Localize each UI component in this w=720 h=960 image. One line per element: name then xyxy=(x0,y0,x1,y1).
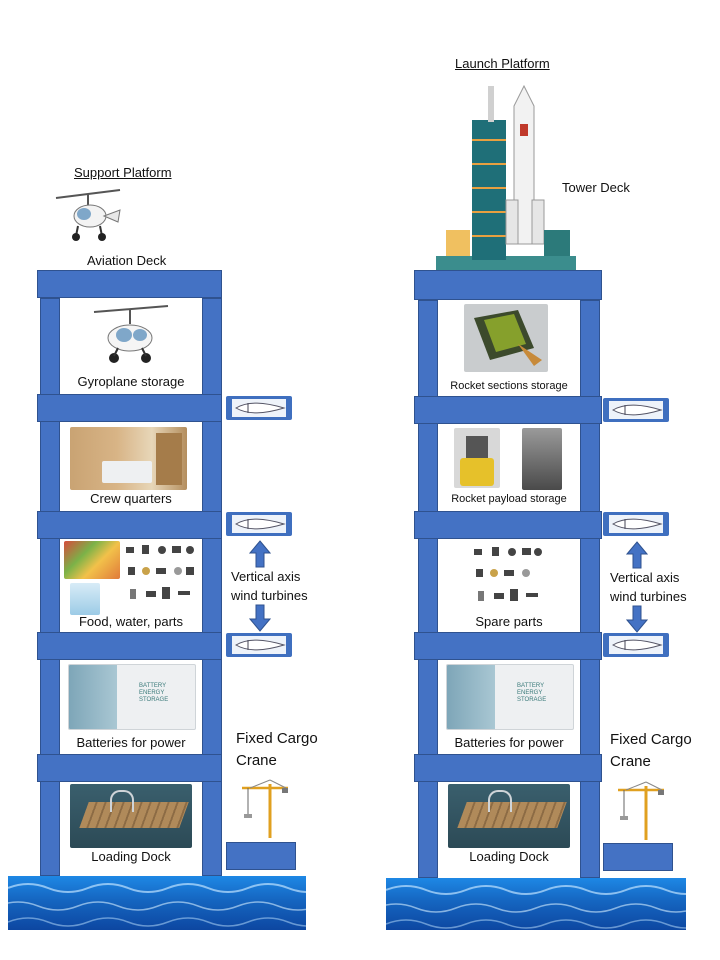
crane-label: Crane xyxy=(610,753,651,770)
battery-sign-line: ENERGY xyxy=(517,690,543,696)
crane-icon xyxy=(618,781,664,840)
deck-slab xyxy=(414,270,602,300)
room-label: Batteries for power xyxy=(454,735,564,750)
cargo-box xyxy=(226,842,296,870)
battery-storage-photo: BATTERY ENERGY STORAGE xyxy=(446,664,574,730)
battery-storage-photo: BATTERY ENERGY STORAGE xyxy=(68,664,196,730)
arrow-down-icon xyxy=(626,605,648,633)
right-column xyxy=(202,298,222,876)
turbine-label: wind turbines xyxy=(231,588,308,603)
arrow-down-icon xyxy=(249,604,271,632)
left-column xyxy=(418,300,438,878)
room-label: Batteries for power xyxy=(76,735,186,750)
room-label: Crew quarters xyxy=(90,491,172,506)
floor-slab xyxy=(414,511,602,539)
floor-slab xyxy=(414,754,602,782)
launch-platform-title: Launch Platform xyxy=(455,56,550,71)
floor-slab xyxy=(414,632,602,660)
battery-sign-line: STORAGE xyxy=(139,697,169,703)
floor-slab xyxy=(37,511,222,539)
floor-slab xyxy=(37,754,222,782)
room-label: Spare parts xyxy=(475,614,543,629)
room-label: Rocket payload storage xyxy=(451,493,567,505)
wind-turbine-icon xyxy=(603,398,669,422)
water-photo xyxy=(70,583,100,615)
turbine-label: Vertical axis xyxy=(610,570,680,585)
support-platform-title: Support Platform xyxy=(74,165,172,180)
food-photo xyxy=(64,541,120,579)
right-column xyxy=(580,300,600,878)
rocket-payload-room: Rocket payload storage xyxy=(438,424,580,511)
floor-slab xyxy=(37,632,222,660)
turbine-label: Vertical axis xyxy=(231,569,301,584)
crane-label: Crane xyxy=(236,752,277,769)
rocket-sections-photo xyxy=(464,304,548,372)
gyroplane-storage-room: Gyroplane storage xyxy=(60,298,202,394)
payload-photo xyxy=(522,428,562,490)
loading-dock-room: Loading Dock xyxy=(438,782,580,878)
crane-label: Fixed Cargo xyxy=(610,731,692,748)
wind-turbine-icon xyxy=(603,512,669,536)
crew-quarters-photo xyxy=(70,427,187,490)
floor-slab xyxy=(37,394,222,422)
battery-sign-line: BATTERY xyxy=(517,683,545,689)
tower-deck-label: Tower Deck xyxy=(562,180,630,195)
rocket-tower-icon xyxy=(436,84,576,272)
loading-dock-photo xyxy=(448,784,570,848)
gyroplane-icon xyxy=(93,305,169,363)
batteries-room: BATTERY ENERGY STORAGE Batteries for pow… xyxy=(438,660,580,754)
loading-dock-room: Loading Dock xyxy=(60,782,202,876)
loading-dock-photo xyxy=(70,784,192,848)
gyroplane-icon xyxy=(55,189,121,241)
aviation-deck-label: Aviation Deck xyxy=(87,253,167,268)
rocket-sections-room: Rocket sections storage xyxy=(438,300,580,396)
sea xyxy=(8,876,306,930)
turbine-label: wind turbines xyxy=(610,589,687,604)
parts-icon xyxy=(474,547,542,601)
crane-icon xyxy=(242,779,288,838)
floor-slab xyxy=(414,396,602,424)
crew-quarters-room: Crew quarters xyxy=(60,422,202,511)
arrow-up-icon xyxy=(249,540,271,568)
room-label: Loading Dock xyxy=(91,849,171,864)
deck-slab xyxy=(37,270,222,298)
room-label: Rocket sections storage xyxy=(450,380,568,392)
sea xyxy=(386,878,686,930)
arrow-up-icon xyxy=(626,541,648,569)
wind-turbine-icon xyxy=(226,633,292,657)
wind-turbine-icon xyxy=(226,512,292,536)
wind-turbine-icon xyxy=(603,633,669,657)
room-label: Loading Dock xyxy=(469,849,549,864)
payload-photo xyxy=(454,428,500,488)
batteries-room: BATTERY ENERGY STORAGE Batteries for pow… xyxy=(60,660,202,754)
parts-icon xyxy=(126,545,194,599)
battery-sign-line: STORAGE xyxy=(517,697,547,703)
room-label: Gyroplane storage xyxy=(77,374,185,389)
cargo-box xyxy=(603,843,673,871)
battery-sign-line: BATTERY xyxy=(139,683,167,689)
battery-sign-line: ENERGY xyxy=(139,690,165,696)
crane-label: Fixed Cargo xyxy=(236,730,318,747)
food-water-parts-room: Food, water, parts xyxy=(60,539,202,632)
wind-turbine-icon xyxy=(226,396,292,420)
left-column xyxy=(40,298,60,876)
spare-parts-room: Spare parts xyxy=(438,539,580,632)
room-label: Food, water, parts xyxy=(78,614,184,629)
